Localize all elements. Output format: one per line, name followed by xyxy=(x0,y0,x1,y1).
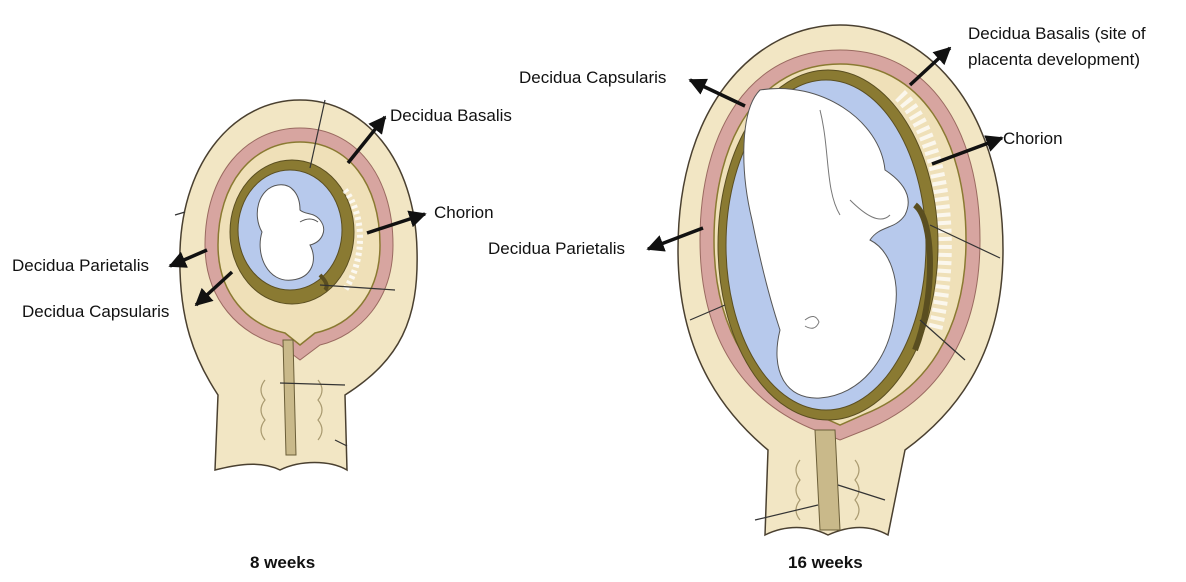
label-decidua-capsularis-8wk: Decidua Capsularis xyxy=(22,302,169,322)
cervical-canal-16wk xyxy=(815,430,840,530)
uterus-16-weeks xyxy=(678,25,1003,535)
caption-8-weeks: 8 weeks xyxy=(250,553,315,573)
caption-16-weeks: 16 weeks xyxy=(788,553,863,573)
uterus-8-weeks xyxy=(175,100,417,470)
label-decidua-capsularis-16wk: Decidua Capsularis xyxy=(519,68,666,88)
label-decidua-parietalis-8wk: Decidua Parietalis xyxy=(12,256,149,276)
label-decidua-parietalis-16wk: Decidua Parietalis xyxy=(488,239,625,259)
label-decidua-basalis-16wk-line2: placenta development) xyxy=(968,50,1140,70)
label-decidua-basalis-8wk: Decidua Basalis xyxy=(390,106,512,126)
label-chorion-8wk: Chorion xyxy=(434,203,494,223)
label-chorion-16wk: Chorion xyxy=(1003,129,1063,149)
label-decidua-basalis-16wk-line1: Decidua Basalis (site of xyxy=(968,24,1146,44)
